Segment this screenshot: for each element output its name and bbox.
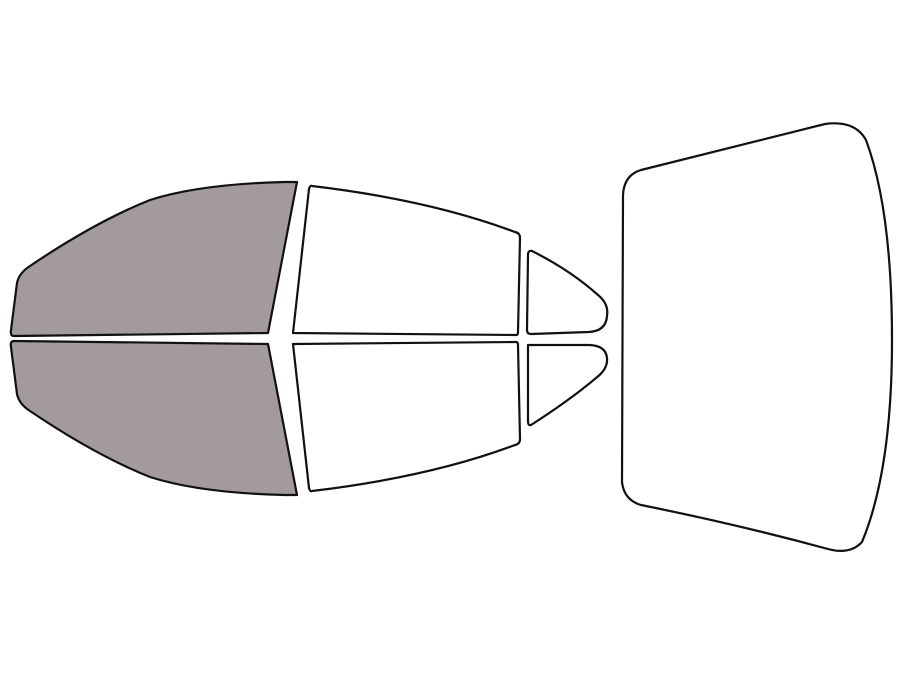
rear-windshield[interactable] bbox=[620, 122, 894, 552]
front-right-window[interactable] bbox=[9, 339, 299, 497]
rear-right-door-window[interactable] bbox=[291, 340, 522, 493]
rear-left-quarter-window[interactable] bbox=[525, 249, 609, 336]
rear-left-door-window[interactable] bbox=[291, 184, 522, 337]
rear-right-quarter-window[interactable] bbox=[526, 343, 609, 427]
front-left-window[interactable] bbox=[9, 180, 299, 338]
